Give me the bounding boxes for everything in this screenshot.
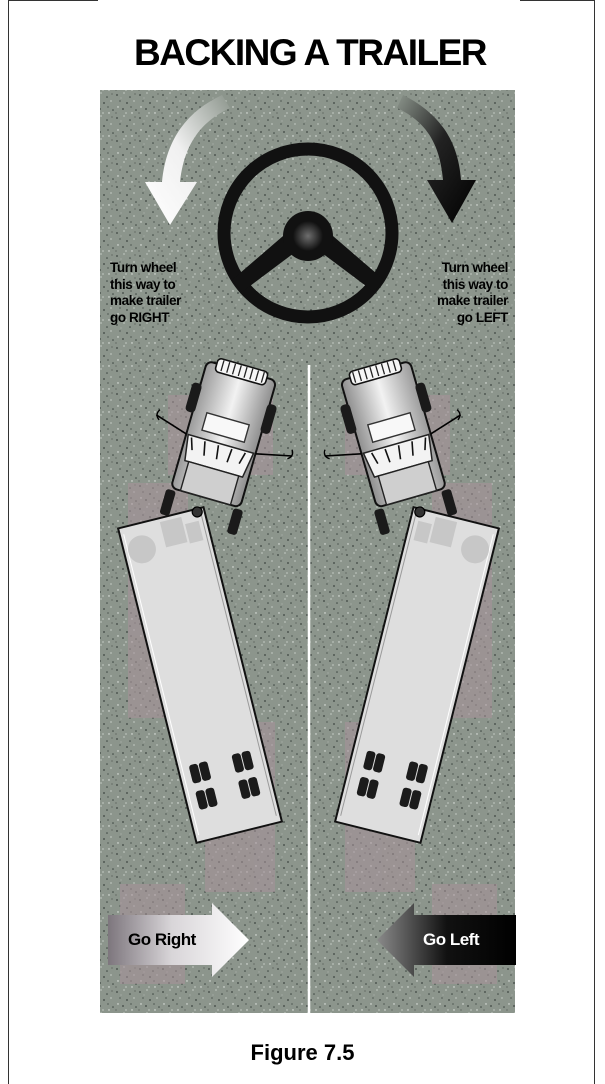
note-left-line-4: go RIGHT: [110, 310, 230, 327]
note-right-line-4: go LEFT: [395, 310, 508, 327]
note-right-line-2: this way to: [395, 277, 508, 294]
diagram-title: BACKING A TRAILER: [100, 30, 520, 76]
note-right-line-1: Turn wheel: [395, 260, 508, 277]
note-go-right: Turn wheel this way to make trailer go R…: [110, 260, 230, 326]
go-right-label: Go Right: [128, 930, 196, 950]
steering-hub-icon: [293, 221, 323, 251]
go-left-label: Go Left: [423, 930, 479, 950]
note-right-line-3: make trailer: [395, 293, 508, 310]
note-go-left: Turn wheel this way to make trailer go L…: [395, 260, 508, 326]
note-left-line-2: this way to: [110, 277, 230, 294]
note-left-line-1: Turn wheel: [110, 260, 230, 277]
figure-caption: Figure 7.5: [0, 1040, 605, 1066]
note-left-line-3: make trailer: [110, 293, 230, 310]
